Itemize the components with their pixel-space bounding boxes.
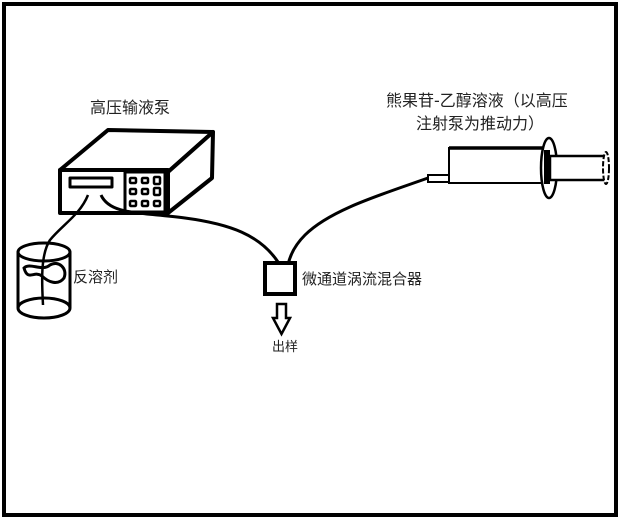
- beaker-icon: [16, 241, 72, 320]
- antisolvent-label: 反溶剂: [73, 268, 119, 286]
- pump-display: [68, 176, 114, 189]
- syringe-label-line1: 熊果苷-乙醇溶液（以高压: [386, 91, 568, 110]
- syringe-icon: [427, 136, 610, 200]
- tube-beaker-to-pump: [40, 194, 90, 306]
- tube-pump-to-mixer: [99, 194, 280, 263]
- pump-icon: [58, 128, 215, 215]
- syringe-barrel: [448, 147, 546, 184]
- outlet-label: 出样: [272, 340, 299, 355]
- pump-buttons: [128, 175, 162, 208]
- tube-syringe-to-mixer: [286, 176, 429, 266]
- outlet-arrow-icon: [270, 302, 293, 337]
- syringe-thumb-rest: [602, 151, 610, 185]
- syringe-plunger: [548, 154, 607, 182]
- syringe-label-line2: 注射泵为推动力）: [416, 114, 545, 133]
- syringe-tip: [427, 174, 451, 183]
- pump-label: 高压输液泵: [90, 98, 171, 117]
- mixer-label: 微通道涡流混合器: [302, 270, 423, 288]
- mixer-icon: [263, 261, 297, 296]
